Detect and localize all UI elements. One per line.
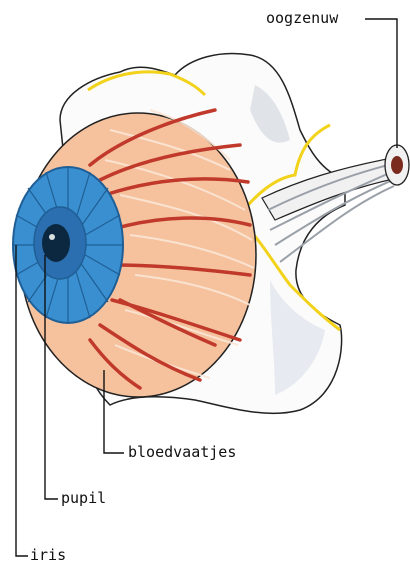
- pupil: [42, 224, 70, 262]
- label-bloedvaatjes: bloedvaatjes: [128, 445, 236, 460]
- leader-line-oogzenuw: [365, 19, 397, 148]
- label-iris: iris: [30, 548, 66, 563]
- pupil-highlight: [49, 234, 55, 240]
- label-oogzenuw: oogzenuw: [266, 11, 338, 26]
- label-pupil: pupil: [61, 491, 106, 506]
